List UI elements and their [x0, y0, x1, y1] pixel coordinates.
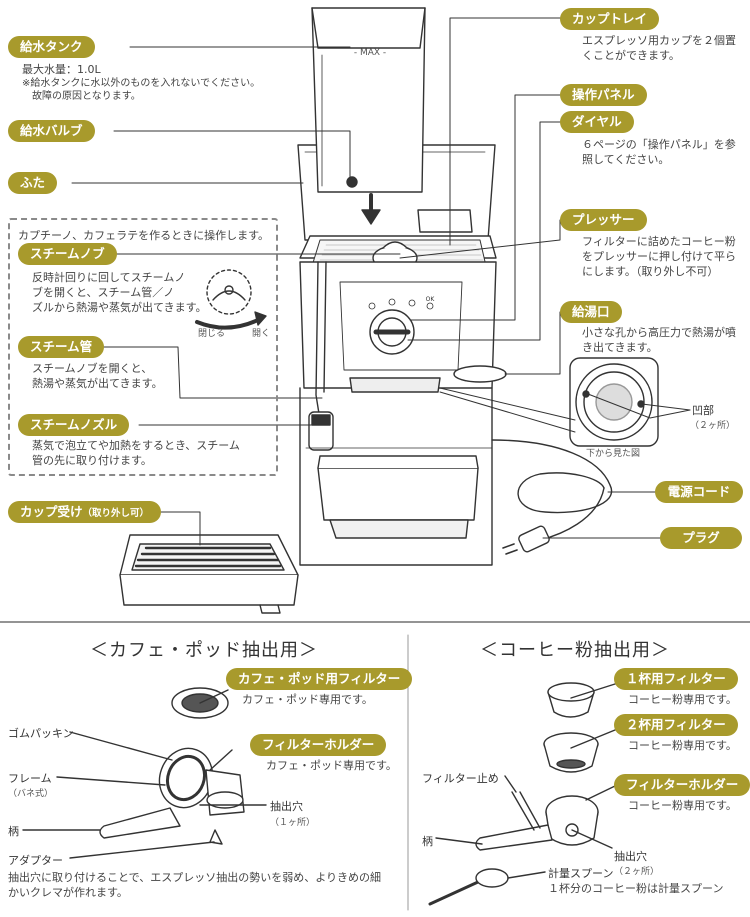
pod-holder-illustration — [22, 731, 267, 859]
powder-hole-label: 抽出穴 — [614, 850, 647, 863]
max-mark: - MAX - — [354, 48, 386, 58]
gasket-label: ゴムパッキン — [8, 727, 74, 740]
dial-label: ダイヤル — [560, 111, 634, 133]
powder-holder-label: フィルターホルダー — [614, 774, 750, 796]
knob-rotation-icon — [195, 269, 267, 330]
knob-close-label: 閉じる — [198, 329, 226, 339]
presser-desc: フィルターに詰めたコーヒー粉 をプレッサーに押し付けて平ら にします。（取り外し… — [582, 235, 736, 278]
two-cup-filter-label: ２杯用フィルター — [614, 714, 738, 736]
pod-filter-illustration — [171, 687, 229, 719]
steam-group-box — [8, 218, 278, 476]
steam-group-intro: カプチーノ、カフェラテを作るときに操作します。 — [18, 229, 270, 242]
cup-receiver-suffix: （取り外し可） — [82, 508, 150, 519]
powder-handle-label: 柄 — [422, 835, 433, 848]
powder-holder-desc: コーヒー粉専用です。 — [628, 799, 737, 812]
frame-note: （バネ式） — [8, 789, 54, 799]
cup-receiver-label-text: カップ受け — [20, 504, 83, 519]
pod-filter-desc: カフェ・ポッド専用です。 — [242, 693, 373, 706]
power-cord-label: 電源コード — [655, 481, 743, 503]
steam-pipe-desc: スチームノブを開くと、 熱湯や蒸気が出てきます。 — [32, 362, 163, 390]
spoon-label: 計量スプーン — [548, 867, 614, 880]
bottom-view-caption: 下から見た図 — [586, 449, 641, 459]
bottom-view-illustration — [569, 357, 659, 447]
steam-nozzle-desc: 蒸気で泡立てや加熱をするとき、スチーム 管の先に取り付けます。 — [32, 439, 240, 467]
pod-section-title: ＜カフェ・ポッド抽出用＞ — [90, 640, 318, 661]
pod-handle-label: 柄 — [8, 825, 19, 838]
adapter-desc: 抽出穴に取り付けることで、エスプレッソ抽出の勢いを弱め、よりきめの細 かいクレマ… — [8, 871, 382, 899]
pod-hole-label: 抽出穴 — [270, 800, 303, 813]
powder-section-title: ＜コーヒー粉抽出用＞ — [480, 640, 670, 661]
one-cup-filter-illustration — [547, 682, 616, 718]
pod-holder-label: フィルターホルダー — [250, 734, 387, 756]
filter-stopper-label: フィルター止め — [422, 772, 499, 785]
frame-label: フレーム — [8, 772, 52, 785]
lid-label: ふた — [8, 172, 58, 194]
pod-filter-label: カフェ・ポッド用フィルター — [226, 668, 413, 690]
water-valve-label: 給水バルブ — [8, 120, 95, 142]
pod-holder-desc: カフェ・ポッド専用です。 — [266, 759, 397, 772]
control-panel-label: 操作パネル — [560, 84, 647, 106]
adapter-label: アダプター — [8, 854, 63, 867]
water-tank-label: 給水タンク — [8, 36, 95, 58]
steam-knob-label: スチームノブ — [18, 243, 117, 265]
water-tank-capacity: 最大水量：1.0L — [22, 63, 101, 76]
spoon-desc: １杯分のコーヒー粉は計量スプーン — [548, 882, 724, 895]
steam-nozzle-label: スチームノズル — [18, 414, 130, 436]
steam-knob-desc: 反時計回りに回してスチームノ ブを開くと、スチーム管／ノ ズルから熱湯や蒸気が出… — [32, 271, 207, 314]
outlet-desc: 小さな孔から高圧力で熱湯が噴 き出てきます。 — [582, 326, 736, 354]
dial-desc: ６ページの「操作パネル」を参 照してください。 — [582, 138, 736, 166]
cup-tray-desc: エスプレッソ用カップを２個置 くことができます。 — [582, 34, 736, 62]
machine-body — [297, 7, 613, 566]
recess-label: 凹部 — [692, 404, 714, 417]
steam-pipe-label: スチーム管 — [18, 336, 105, 358]
cup-tray-label: カップトレイ — [560, 8, 660, 30]
presser-label: プレッサー — [560, 209, 647, 231]
powder-hole-count: （２ヶ所） — [614, 867, 660, 877]
two-cup-filter-illustration — [543, 729, 616, 773]
cup-receiver-illustration — [119, 534, 299, 614]
plug-label: プラグ — [660, 527, 742, 549]
recess-count: （２ヶ所） — [690, 421, 736, 431]
two-cup-filter-desc: コーヒー粉専用です。 — [628, 739, 737, 752]
panel-ok-mark: OK — [426, 296, 436, 303]
cup-receiver-label: カップ受け（取り外し可） — [8, 501, 162, 523]
outlet-label: 給湯口 — [560, 301, 622, 323]
one-cup-filter-desc: コーヒー粉専用です。 — [628, 693, 737, 706]
measuring-spoon-illustration — [428, 868, 546, 906]
water-tank-note: ※給水タンクに水以外のものを入れないでください。 故障の原因となります。 — [22, 78, 261, 102]
powder-holder-illustration — [435, 775, 616, 851]
knob-open-label: 開く — [252, 329, 271, 339]
one-cup-filter-label: １杯用フィルター — [614, 668, 738, 690]
pod-hole-count: （１ヶ所） — [270, 818, 316, 828]
